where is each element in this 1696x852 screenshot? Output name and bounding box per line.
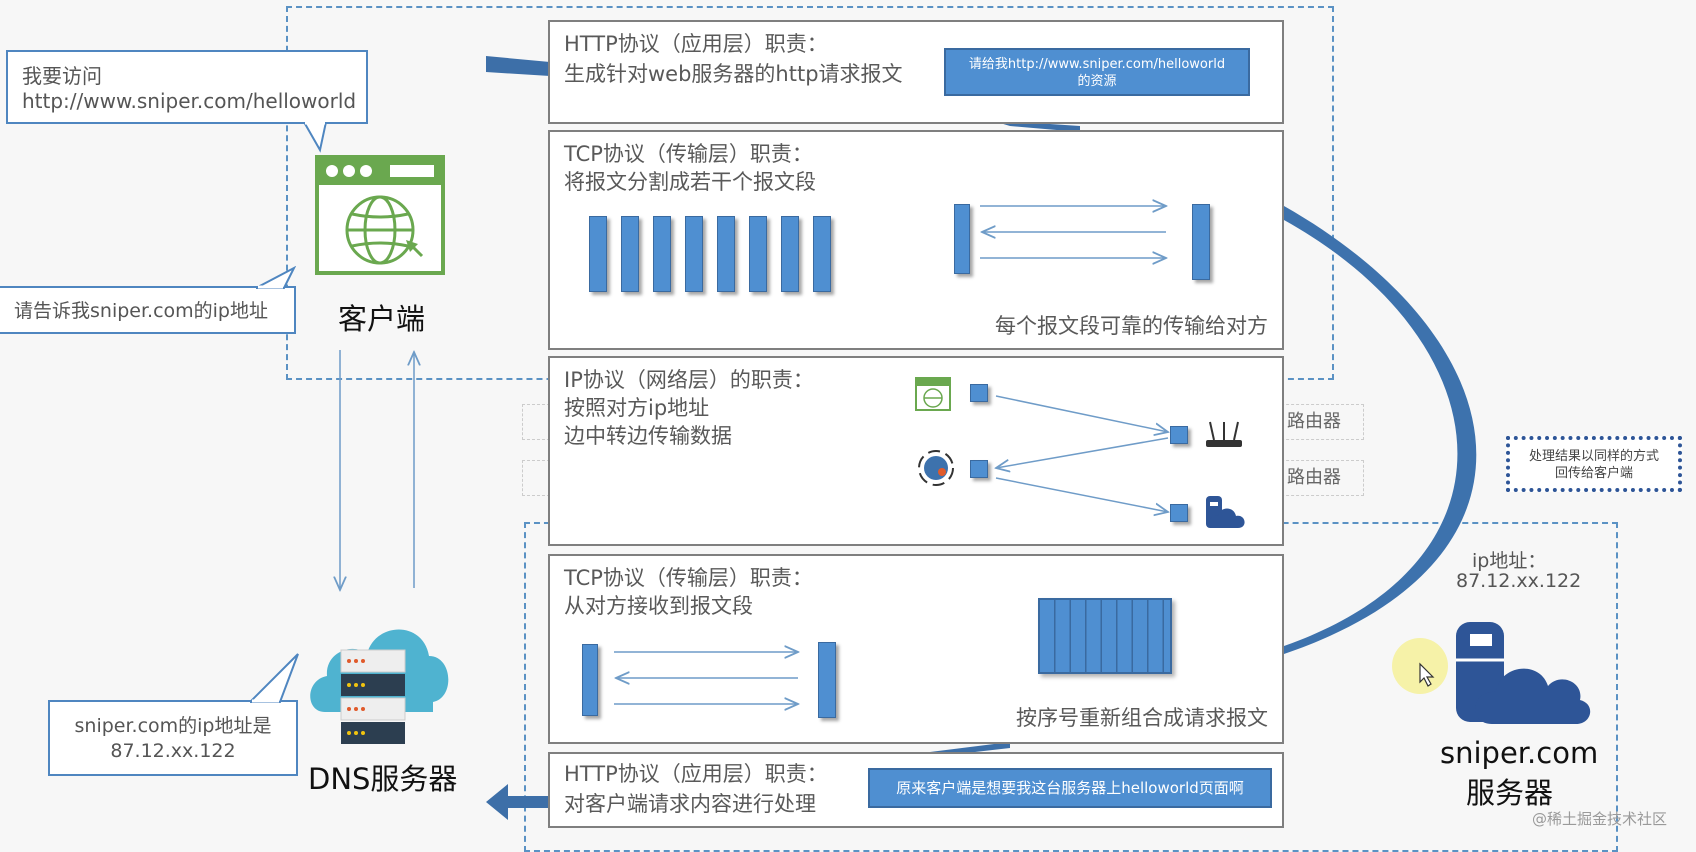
segment [685,216,703,292]
ip-packet [1170,504,1188,522]
segment [589,216,607,292]
client-speech-line1: 我要访问 [22,64,102,88]
tcp-top-title: TCP协议（传输层）职责： [564,142,813,166]
http-process-layer: HTTP协议（应用层）职责： 对客户端请求内容进行处理 原来客户端是想要我这台服… [548,752,1284,828]
http-request-layer: HTTP协议（应用层）职责： 生成针对web服务器的http请求报文 请给我ht… [548,20,1284,124]
ip-packet [970,460,988,478]
http-bottom-desc: 对客户端请求内容进行处理 [564,792,816,816]
dns-reply-line2: 87.12.xx.122 [110,740,236,762]
dns-request-tail [256,266,296,289]
dns-request-bubble: 请告诉我sniper.com的ip地址 [0,286,296,334]
http-top-title: HTTP协议（应用层）职责： [564,32,828,56]
segment [813,216,831,292]
server-name-line1: sniper.com [1440,736,1599,770]
http-request-tag-line2: 的资源 [1077,74,1117,89]
tcp-top-caption: 每个报文段可靠的传输给对方 [995,314,1268,338]
client-to-http-connector [486,56,550,76]
http-top-desc: 生成针对web服务器的http请求报文 [564,62,903,86]
tcp-split-layer: TCP协议（传输层）职责： 将报文分割成若干个报文段 每个报文段可靠的传输给对方 [548,130,1284,350]
server-ip-value: 87.12.xx.122 [1456,570,1582,592]
http-request-tag-line1: 请给我http://www.sniper.com/helloworld [968,57,1226,72]
routing-arrows [986,395,1226,548]
return-note-line1: 处理结果以同样的方式 [1528,449,1659,464]
return-note-line2: 回传给客户端 [1554,466,1633,481]
client-speech-tail [302,122,328,153]
mouse-cursor-highlight [1392,638,1448,694]
client-speech-line2: http://www.sniper.com/helloworld [22,89,357,113]
server-ip-label: ip地址： [1472,550,1547,572]
http-process-tag: 原来客户端是想要我这台服务器上helloworld页面啊 [868,768,1272,808]
dns-reply-line1: sniper.com的ip地址是 [74,715,272,737]
return-note: 处理结果以同样的方式 回传给客户端 [1506,436,1682,492]
watermark: @稀土掘金技术社区 [1532,810,1668,828]
server-name-line2: 服务器 [1466,776,1554,810]
dns-request-text: 请告诉我sniper.com的ip地址 [14,300,268,322]
receiver-segment [818,642,836,718]
segment [717,216,735,292]
ip-title: IP协议（网络层）的职责： [564,368,814,392]
tcp-bottom-desc: 从对方接收到报文段 [564,594,753,618]
server-cloud-icon [1206,496,1245,528]
tcp-top-desc: 将报文分割成若干个报文段 [564,170,816,194]
sender-segment [954,204,970,274]
client-speech-bubble: 我要访问 http://www.sniper.com/helloworld [6,50,368,124]
tcp-bottom-caption: 按序号重新组合成请求报文 [1016,706,1268,730]
http-request-tag: 请给我http://www.sniper.com/helloworld 的资源 [944,48,1250,96]
http-bottom-title: HTTP协议（应用层）职责： [564,762,828,786]
client-label: 客户端 [338,302,426,336]
dns-reply-tail [250,653,299,703]
segment [749,216,767,292]
receiver-segment [1192,204,1210,280]
transfer-arrows [980,196,1176,276]
globe-refresh-icon [918,450,954,486]
segment [781,216,799,292]
ip-desc-line1: 按照对方ip地址 [564,396,710,420]
dns-label: DNS服务器 [308,762,458,796]
dns-server-icon [310,629,449,744]
receive-arrows [614,636,810,716]
sender-segment [582,644,598,716]
ip-desc-line2: 边中转边传输数据 [564,424,732,448]
segment [653,216,671,292]
reassembled-message [1038,598,1172,674]
tcp-reassemble-layer: TCP协议（传输层）职责： 从对方接收到报文段 按序号重新组合成请求报文 [548,554,1284,744]
segment [621,216,639,292]
tcp-bottom-title: TCP协议（传输层）职责： [564,566,813,590]
ip-packet [1170,426,1188,444]
dns-reply-bubble: sniper.com的ip地址是 87.12.xx.122 [48,700,298,776]
http-to-client-arrow [486,784,548,820]
ip-packet [970,384,988,402]
client-browser-icon [915,377,951,411]
web-server-icon [1456,622,1591,724]
router-icon [1206,421,1242,447]
ip-layer: IP协议（网络层）的职责： 按照对方ip地址 边中转边传输数据 [548,356,1284,546]
browser-icon [315,155,445,275]
